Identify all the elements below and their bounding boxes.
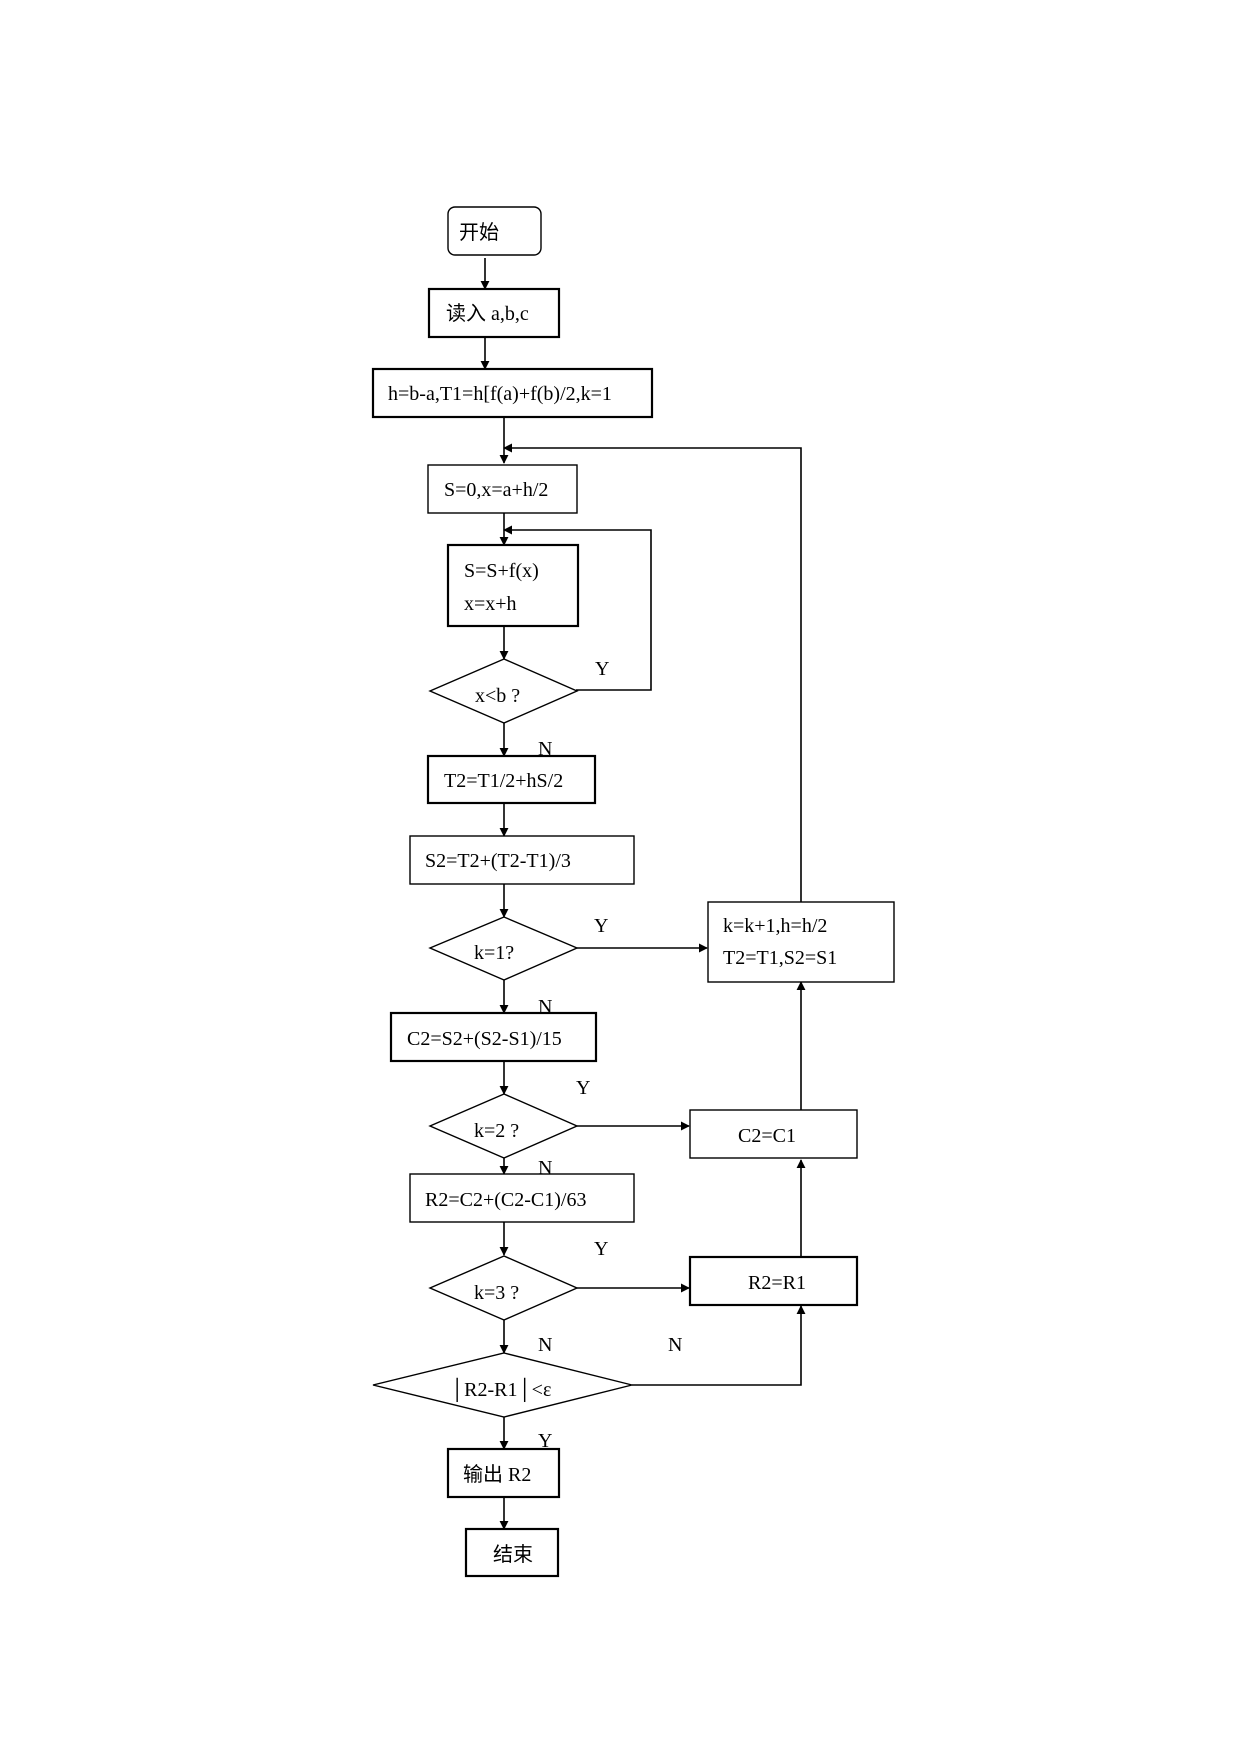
cond-k3-text: k=3 ? [474,1282,519,1304]
start-node-text: 开始 [459,221,499,244]
edge-condeps-r2r1 [632,1305,806,1386]
end-box: 结束 [464,1527,560,1578]
label-eps-no: N [668,1334,682,1356]
label-k1-no: N [538,996,552,1018]
label-eps-yes: Y [538,1430,552,1452]
read-input-text: 读入 a,b,c [446,302,529,325]
sum-loop-line2: x=x+h [464,593,517,615]
read-input-box: 读入 a,b,c [427,287,561,339]
cond-k2-text: k=2 ? [474,1120,519,1142]
cond-x-diamond: x<b ? [428,658,579,724]
edge-outer-loop-back [503,443,802,902]
r2-r1-text: R2=R1 [748,1272,806,1294]
label-k3-no: N [538,1334,552,1356]
output-text: 输出 R2 [463,1463,531,1486]
cond-k3-diamond: k=3 ? [428,1255,579,1321]
init-box: h=b-a,T1=h[f(a)+f(b)/2,k=1 [371,367,654,419]
t2-box: T2=T1/2+hS/2 [426,754,597,805]
cond-k1-diamond: k=1? [428,916,579,981]
edge-inner-loop-back [503,525,652,691]
c2-box: C2=S2+(S2-S1)/15 [389,1011,598,1063]
sum-loop-box: S=S+f(x) x=x+h [446,543,580,628]
c2-c1-box: C2=C1 [689,1109,858,1159]
label-k2-yes: Y [576,1077,590,1099]
s2-box: S2=T2+(T2-T1)/3 [409,835,635,885]
c2-text: C2=S2+(S2-S1)/15 [407,1028,562,1050]
edge-labels: Y N Y N Y N Y N N Y [538,658,682,1452]
label-x-yes: Y [595,658,609,680]
update-line2: T2=T1,S2=S1 [723,947,837,969]
label-k1-yes: Y [594,915,608,937]
label-x-no: N [538,738,552,760]
s2-text: S2=T2+(T2-T1)/3 [425,850,571,872]
cond-k2-diamond: k=2 ? [428,1093,579,1159]
init-text: h=b-a,T1=h[f(a)+f(b)/2,k=1 [388,383,612,405]
update-line1: k=k+1,h=h/2 [723,915,827,937]
label-k2-no: N [538,1157,552,1179]
c2-c1-text: C2=C1 [738,1125,796,1147]
r2-r1-box: R2=R1 [688,1255,859,1307]
s-init-text: S=0,x=a+h/2 [444,479,548,501]
t2-text: T2=T1/2+hS/2 [444,770,563,792]
cond-x-text: x<b ? [475,685,520,707]
label-k3-yes: Y [594,1238,608,1260]
sum-loop-line1: S=S+f(x) [464,560,539,582]
start-node: 开始 [447,206,542,256]
cond-eps-text: │R2-R1│<ε [450,1377,551,1403]
r2-text: R2=C2+(C2-C1)/63 [425,1189,586,1211]
cond-eps-diamond: │R2-R1│<ε [372,1352,633,1418]
update-box: k=k+1,h=h/2 T2=T1,S2=S1 [707,901,895,983]
cond-k1-text: k=1? [474,942,514,964]
s-init-box: S=0,x=a+h/2 [427,464,578,514]
r2-box: R2=C2+(C2-C1)/63 [409,1173,635,1223]
edges [480,258,806,1530]
end-text: 结束 [493,1543,533,1566]
output-box: 输出 R2 [446,1447,561,1499]
